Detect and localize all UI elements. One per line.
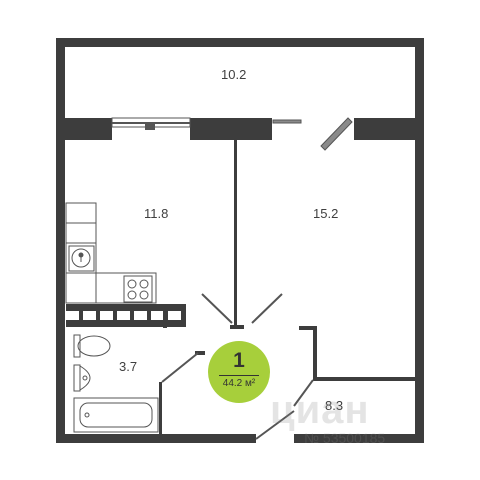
total-area-unit: м² [245, 378, 256, 389]
hallway-area-label: 8.3 [325, 398, 344, 413]
kitchen-bedroom-partition [234, 140, 237, 328]
balcony-area-label: 10.2 [221, 67, 247, 82]
bathroom-door [161, 352, 199, 383]
partition-end [230, 325, 244, 329]
balcony-door [272, 117, 353, 151]
outer-walls [56, 118, 424, 443]
bathroom-area-label: 3.7 [119, 359, 138, 374]
kitchen-window [111, 117, 191, 130]
kitchen-counter [65, 202, 157, 304]
watermark-brand: циан [270, 388, 370, 432]
kitchen-sink-icon [68, 245, 95, 272]
entrance-door [255, 410, 295, 440]
kitchen-door-swing [201, 293, 283, 324]
watermark: циан № 53500185 [270, 390, 385, 446]
bedroom-area-label: 15.2 [313, 206, 339, 221]
bathtub-icon [73, 397, 159, 433]
washbasin-icon [73, 364, 91, 392]
bathroom-walls [159, 351, 205, 434]
balcony-partition-wall [56, 118, 424, 140]
total-area: 44.2 м² [208, 378, 270, 390]
stove-icon [123, 275, 153, 303]
watermark-listing-id: № 53500185 [304, 430, 386, 446]
balcony-walls [56, 38, 424, 136]
kitchen-area-label: 11.8 [144, 206, 169, 221]
rooms-count: 1 [233, 349, 245, 372]
bedroom-door [293, 379, 314, 407]
kitchen-bathroom-wall [66, 304, 186, 328]
bedroom-hallway-partition [299, 326, 415, 381]
badge-divider [219, 375, 259, 376]
apartment-summary-badge: 1 44.2 м² [208, 341, 270, 403]
total-area-value: 44.2 [222, 378, 243, 389]
toilet-icon [73, 334, 111, 358]
